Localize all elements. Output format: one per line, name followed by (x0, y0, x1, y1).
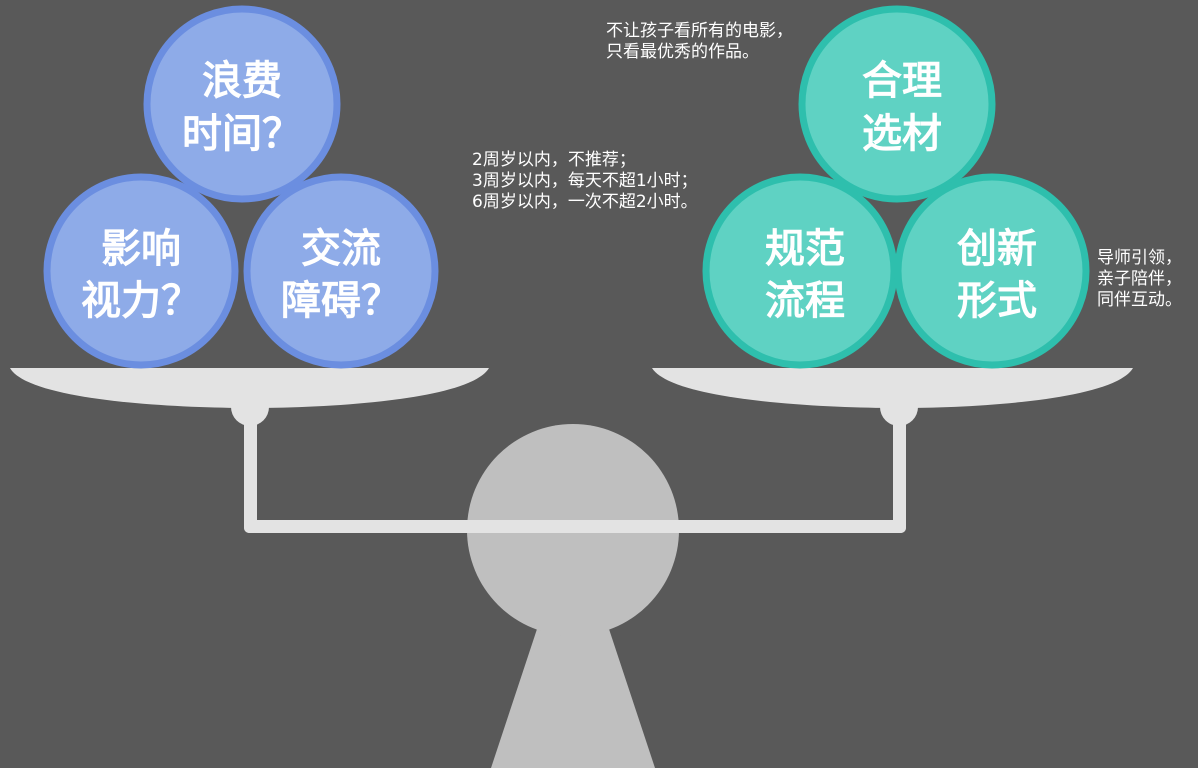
circle-reasonable-selection-line2: 选材 (862, 111, 942, 157)
note-selection-line1: 不让孩子看所有的电影， (606, 21, 793, 41)
right-pan (652, 368, 1133, 408)
note-process-line3: 6周岁以内，一次不超2小时。 (472, 192, 698, 212)
right-post (893, 405, 906, 533)
circle-affect-vision: 影响 视力？ (43, 173, 239, 369)
circle-standard-process-line1: 规范 (765, 226, 845, 272)
note-process-line1: 2周岁以内，不推荐； (472, 150, 636, 170)
note-format: 导师引领， 亲子陪伴， 同伴互动。 (1097, 248, 1198, 311)
figure-body (491, 620, 655, 768)
note-format-line1: 导师引领， (1097, 248, 1182, 268)
note-selection: 不让孩子看所有的电影， 只看最优秀的作品。 (606, 21, 793, 63)
scale-beam (244, 520, 906, 533)
circle-communication-barrier-line1: 交流 (301, 226, 381, 272)
left-post (244, 405, 257, 533)
circle-communication-barrier-line2: 障碍？ (281, 278, 401, 324)
circle-affect-vision-line1: 影响 (101, 226, 181, 272)
note-process-line2: 3周岁以内，每天不超1小时； (472, 171, 698, 191)
circle-standard-process: 规范 流程 (702, 173, 898, 369)
circle-waste-time-line2: 时间？ (182, 111, 302, 157)
note-format-line2: 亲子陪伴， (1097, 269, 1182, 289)
left-pan (10, 368, 489, 408)
circle-reasonable-selection: 合理 选材 (798, 5, 996, 203)
circle-communication-barrier: 交流 障碍？ (243, 173, 439, 369)
circle-reasonable-selection-line1: 合理 (862, 58, 942, 104)
circle-waste-time: 浪费 时间？ (143, 5, 341, 203)
circle-innovative-format-line1: 创新 (957, 226, 1037, 272)
note-format-line3: 同伴互动。 (1097, 290, 1182, 310)
circle-waste-time-line1: 浪费 (202, 58, 282, 104)
circle-innovative-format: 创新 形式 (894, 173, 1090, 369)
circle-innovative-format-line2: 形式 (957, 278, 1037, 324)
circle-affect-vision-line2: 视力？ (81, 278, 201, 324)
circle-standard-process-line2: 流程 (765, 278, 845, 324)
note-process: 2周岁以内，不推荐； 3周岁以内，每天不超1小时； 6周岁以内，一次不超2小时。 (472, 150, 698, 213)
note-selection-line2: 只看最优秀的作品。 (606, 42, 759, 62)
